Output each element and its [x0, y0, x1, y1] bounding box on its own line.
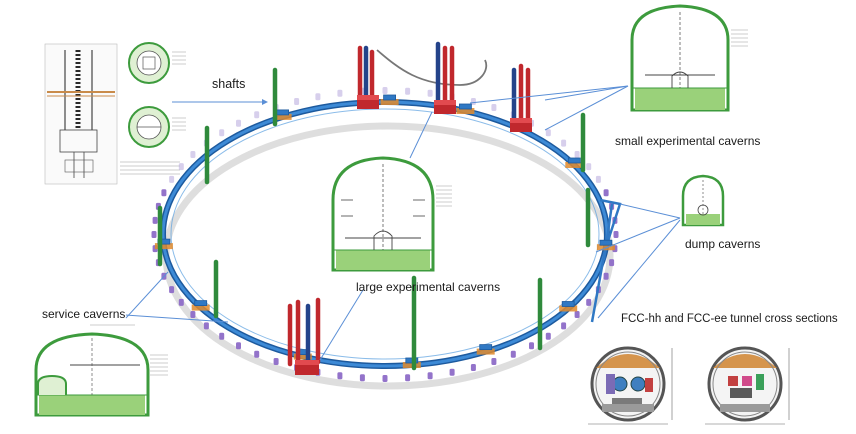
magnet-segment	[613, 231, 619, 238]
station-box	[458, 103, 472, 110]
station-support	[559, 305, 578, 312]
magnet-segment	[595, 175, 601, 183]
station-box	[561, 301, 575, 307]
magnet-segment	[382, 87, 388, 94]
leader-lines	[125, 85, 681, 361]
magnet-segment	[315, 93, 321, 101]
magnet-segment	[603, 272, 609, 280]
experiment-cavern-top-1	[357, 95, 379, 109]
magnet-segment	[254, 111, 260, 119]
station-support	[154, 243, 173, 250]
magnet-segment	[427, 372, 433, 380]
magnet-segment	[190, 151, 196, 158]
dump-line	[590, 198, 622, 323]
magnet-segment	[561, 322, 567, 330]
station-support	[380, 99, 399, 105]
label-small-caverns: small experimental caverns	[615, 134, 760, 148]
station-support	[293, 353, 312, 360]
magnet-segment	[405, 374, 411, 382]
magnet-segment	[427, 89, 433, 97]
magnet-segment	[178, 163, 184, 171]
experiment-cavern-top-3	[510, 118, 532, 132]
magnet-segment	[219, 129, 225, 137]
station-support	[273, 113, 292, 120]
fcc-hh-tunnel-section	[588, 346, 673, 425]
station-box	[567, 157, 581, 164]
magnet-segment	[359, 374, 365, 382]
label-shafts: shafts	[212, 77, 245, 91]
magnet-segment	[545, 332, 551, 340]
magnet-segment	[203, 322, 209, 330]
magnet-segment	[169, 286, 175, 294]
small-cavern-cross-section	[630, 4, 748, 112]
label-service-caverns: service caverns	[42, 307, 125, 321]
magnet-segment	[161, 189, 167, 197]
magnet-segment	[337, 89, 343, 97]
magnet-segment	[586, 298, 592, 306]
magnet-segment	[609, 259, 615, 267]
magnet-segment	[449, 368, 455, 376]
label-dump-caverns: dump caverns	[685, 237, 760, 251]
station-box	[479, 344, 493, 351]
station-support	[476, 348, 495, 355]
service-cavern-cross-section	[34, 324, 168, 417]
label-tunnel-sections: FCC-hh and FCC-ee tunnel cross sections	[621, 313, 838, 325]
station-support	[191, 304, 210, 311]
magnet-segment	[574, 311, 580, 318]
magnet-segment	[529, 342, 534, 350]
experiment-cavern-top-2	[434, 100, 456, 114]
vertical-shafts	[157, 41, 591, 371]
magnet-segment	[219, 332, 225, 340]
station-box	[599, 239, 613, 246]
magnet-segment	[510, 350, 516, 358]
magnet-segment	[491, 104, 497, 111]
magnet-segment	[152, 216, 158, 224]
magnet-segment	[337, 372, 343, 380]
station-support	[565, 162, 584, 168]
experiment-cavern-bottom	[295, 360, 319, 375]
magnet-segment	[169, 175, 175, 183]
fcc-ee-tunnel-section	[705, 346, 790, 425]
dump-cavern-cross-section	[681, 174, 725, 227]
station-support	[596, 244, 615, 251]
label-large-caverns: large experimental caverns	[356, 280, 500, 294]
station-box	[383, 94, 397, 101]
magnet-segment	[273, 358, 279, 365]
magnet-segment	[603, 189, 609, 197]
large-cavern-cross-section	[331, 156, 452, 272]
station-box	[276, 109, 290, 116]
station-support	[456, 108, 475, 114]
magnet-segment	[491, 358, 497, 365]
magnet-segment	[190, 311, 196, 318]
magnet-segment	[574, 151, 580, 158]
surface-cable	[376, 49, 488, 86]
magnet-segment	[294, 98, 300, 105]
magnet-segment	[254, 350, 260, 358]
magnet-segment	[586, 163, 592, 171]
magnet-segment	[545, 129, 551, 137]
magnet-segment	[470, 364, 476, 371]
magnet-segment	[236, 119, 241, 127]
magnet-segment	[561, 139, 567, 147]
magnet-segment	[236, 342, 241, 350]
station-box	[194, 300, 208, 307]
magnet-segment	[151, 231, 157, 238]
shaft-engineering-drawing	[44, 42, 186, 185]
magnet-segment	[405, 87, 411, 95]
magnet-segment	[178, 298, 184, 306]
magnet-segment	[382, 375, 388, 382]
